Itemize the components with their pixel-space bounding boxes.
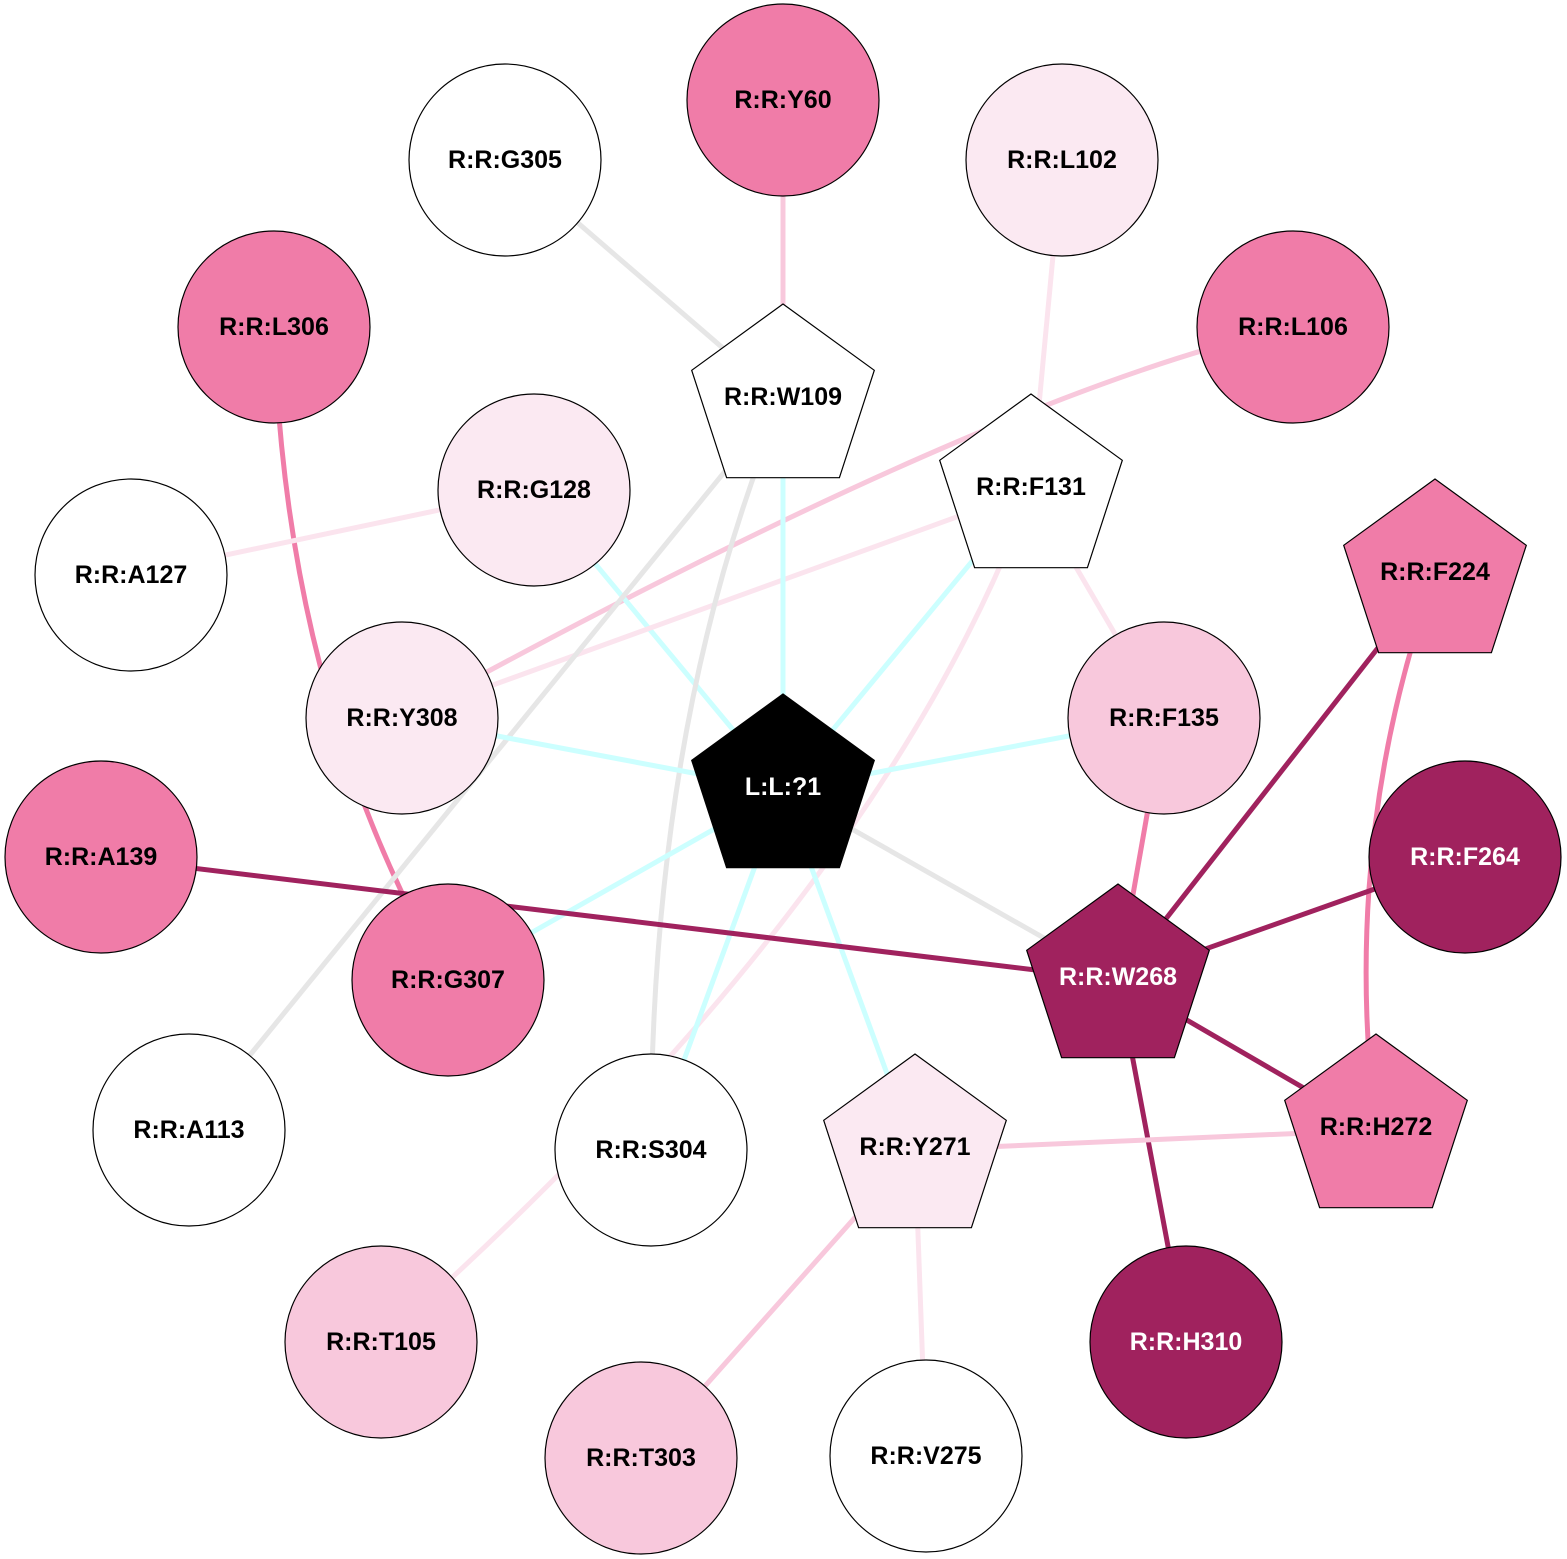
node-a127[interactable]: R:R:A127 [34,478,228,672]
node-label: R:R:W268 [1059,963,1177,991]
node-h272[interactable]: R:R:H272 [1283,1033,1469,1209]
node-label: R:R:L102 [1007,146,1117,174]
node-f131[interactable]: R:R:F131 [938,393,1124,569]
pentagon-shape [1342,478,1528,654]
node-label: R:R:A127 [75,561,188,589]
pentagon-shape [1025,883,1211,1059]
circle-shape [1067,621,1261,815]
pentagon-shape [1283,1033,1469,1209]
node-f224[interactable]: R:R:F224 [1342,478,1528,654]
node-label: R:R:F135 [1109,704,1219,732]
pentagon-shape [690,693,876,869]
node-label: R:R:A113 [133,1116,244,1144]
edge-f131-t105 [379,489,1034,1344]
circle-shape [437,393,631,587]
node-l306[interactable]: R:R:L306 [177,230,371,424]
circle-shape [686,3,880,197]
node-w268[interactable]: R:R:W268 [1025,883,1211,1059]
node-label: R:R:V275 [870,1442,981,1470]
node-v275[interactable]: R:R:V275 [829,1359,1023,1553]
node-label: L:L:?1 [745,773,821,801]
node-w109[interactable]: R:R:W109 [690,303,876,479]
node-label: R:R:G128 [477,476,591,504]
node-g128[interactable]: R:R:G128 [437,393,631,587]
node-label: R:R:A139 [45,843,158,871]
node-y60[interactable]: R:R:Y60 [686,3,880,197]
circle-shape [1368,760,1562,954]
edge-a139-w268 [100,854,1119,983]
node-a113[interactable]: R:R:A113 [92,1033,286,1227]
node-label: R:R:G305 [448,146,562,174]
node-h310[interactable]: R:R:H310 [1089,1245,1283,1439]
node-f264[interactable]: R:R:F264 [1368,760,1562,954]
node-label: R:R:W109 [724,383,842,411]
node-label: R:R:H272 [1320,1113,1433,1141]
circle-shape [305,621,499,815]
node-g307[interactable]: R:R:G307 [351,883,545,1077]
node-label: R:R:H310 [1130,1328,1243,1356]
node-l106[interactable]: R:R:L106 [1196,230,1390,424]
node-lig[interactable]: L:L:?1 [690,693,876,869]
circle-shape [544,1361,738,1555]
circle-shape [4,760,198,954]
pentagon-shape [938,393,1124,569]
node-label: R:R:L106 [1238,313,1348,341]
node-y308[interactable]: R:R:Y308 [305,621,499,815]
node-t303[interactable]: R:R:T303 [544,1361,738,1555]
circle-shape [554,1053,748,1247]
circle-shape [284,1245,478,1439]
node-label: R:R:T303 [586,1444,696,1472]
circle-shape [351,883,545,1077]
circle-shape [92,1033,286,1227]
node-label: R:R:Y308 [346,704,457,732]
node-label: R:R:F131 [976,473,1086,501]
node-y271[interactable]: R:R:Y271 [822,1053,1008,1229]
pentagon-shape [690,303,876,479]
node-label: R:R:F264 [1410,843,1520,871]
node-label: R:R:T105 [326,1328,436,1356]
node-l102[interactable]: R:R:L102 [965,63,1159,257]
node-g305[interactable]: R:R:G305 [408,63,602,257]
node-t105[interactable]: R:R:T105 [284,1245,478,1439]
circle-shape [34,478,228,672]
node-label: R:R:F224 [1380,558,1490,586]
node-label: R:R:Y271 [859,1133,970,1161]
edge-w109-s304 [648,399,786,1151]
node-label: R:R:L306 [219,313,329,341]
circle-shape [1196,230,1390,424]
circle-shape [965,63,1159,257]
node-a139[interactable]: R:R:A139 [4,760,198,954]
node-label: R:R:S304 [595,1136,706,1164]
circle-shape [408,63,602,257]
node-f135[interactable]: R:R:F135 [1067,621,1261,815]
circle-shape [829,1359,1023,1553]
pentagon-shape [822,1053,1008,1229]
circle-shape [177,230,371,424]
circle-shape [1089,1245,1283,1439]
node-label: R:R:G307 [391,966,505,994]
node-label: R:R:Y60 [734,86,831,114]
node-s304[interactable]: R:R:S304 [554,1053,748,1247]
